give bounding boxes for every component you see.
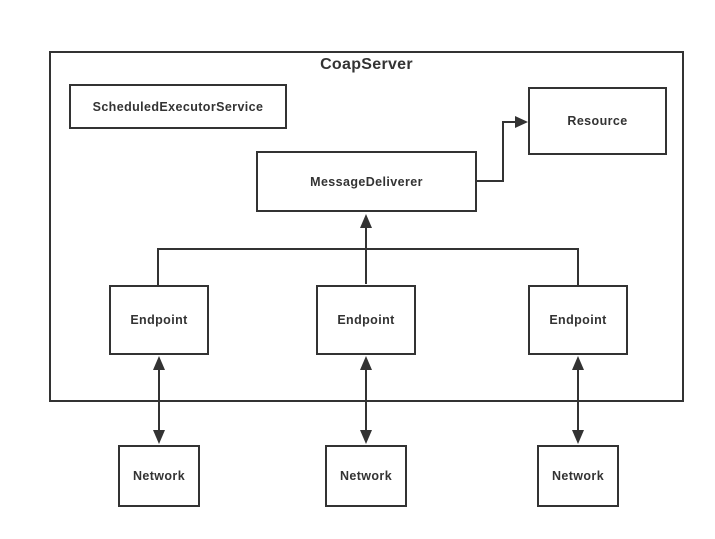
connector-bus-messagedeliverer	[360, 214, 372, 284]
node-resource: Resource	[528, 87, 667, 155]
node-message-deliverer: MessageDeliverer	[256, 151, 477, 212]
node-endpoint-3: Endpoint	[528, 285, 628, 355]
node-label: Endpoint	[130, 313, 188, 327]
arrowhead-right-icon	[515, 116, 528, 128]
node-label: Network	[132, 469, 186, 483]
node-network-1: Network	[118, 445, 200, 507]
node-label: Network	[339, 469, 393, 483]
connector-endpoint-bus	[157, 248, 579, 285]
arrowhead-down-icon	[572, 430, 584, 444]
node-label: Endpoint	[549, 313, 607, 327]
node-label: MessageDeliverer	[310, 174, 423, 189]
connector-messagedeliverer-resource	[477, 116, 528, 182]
node-endpoint-2: Endpoint	[316, 285, 416, 355]
coapserver-container-box	[49, 51, 684, 402]
node-label: Endpoint	[337, 313, 395, 327]
arrowhead-up-icon	[360, 214, 372, 228]
arrowhead-up-icon	[153, 356, 165, 370]
node-label: Resource	[567, 114, 628, 128]
arrowhead-down-icon	[360, 430, 372, 444]
node-label: Network	[551, 469, 605, 483]
node-network-3: Network	[537, 445, 619, 507]
arrowhead-up-icon	[360, 356, 372, 370]
node-scheduled-executor-service: ScheduledExecutorService	[69, 84, 287, 129]
node-endpoint-1: Endpoint	[109, 285, 209, 355]
arrowhead-down-icon	[153, 430, 165, 444]
coapserver-title: CoapServer	[320, 56, 413, 73]
arrowhead-up-icon	[572, 356, 584, 370]
node-network-2: Network	[325, 445, 407, 507]
node-label: ScheduledExecutorService	[92, 99, 264, 114]
